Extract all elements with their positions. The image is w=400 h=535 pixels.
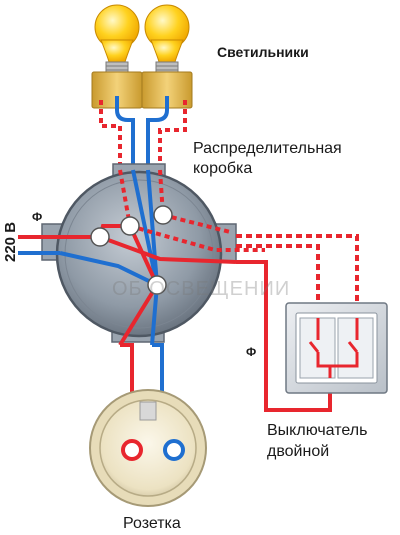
terminal-3 xyxy=(153,205,173,225)
junction-box-label-line2: коробка xyxy=(193,160,253,177)
terminal-4 xyxy=(147,275,167,295)
mains-wires xyxy=(18,235,158,287)
socket-hole-phase xyxy=(121,439,143,461)
wire-terminals xyxy=(90,205,173,295)
terminal-2 xyxy=(120,216,140,236)
internal-wires xyxy=(98,169,265,347)
switch-label-line1: Выключатель xyxy=(267,422,368,439)
watermark: ОБ ОСВЕЩЕНИИ xyxy=(112,278,291,300)
double-switch xyxy=(285,302,388,394)
terminal-1 xyxy=(90,227,110,247)
phase-switch-label: Ф xyxy=(246,345,257,359)
switch-label-line2: двойной xyxy=(267,443,330,460)
socket-label: Розетка xyxy=(123,515,181,532)
switch-wires xyxy=(236,234,359,412)
socket xyxy=(89,389,207,507)
lamp-right xyxy=(141,4,193,109)
junction-box-label-line1: Распределительная xyxy=(193,140,342,157)
socket-hole-neutral xyxy=(163,439,185,461)
phase-input-label: Ф xyxy=(32,210,43,224)
lamp-left xyxy=(91,4,143,109)
lamps-label: Светильники xyxy=(217,44,309,60)
voltage-label: 220 В xyxy=(2,221,19,262)
lamp-wires xyxy=(99,96,187,170)
